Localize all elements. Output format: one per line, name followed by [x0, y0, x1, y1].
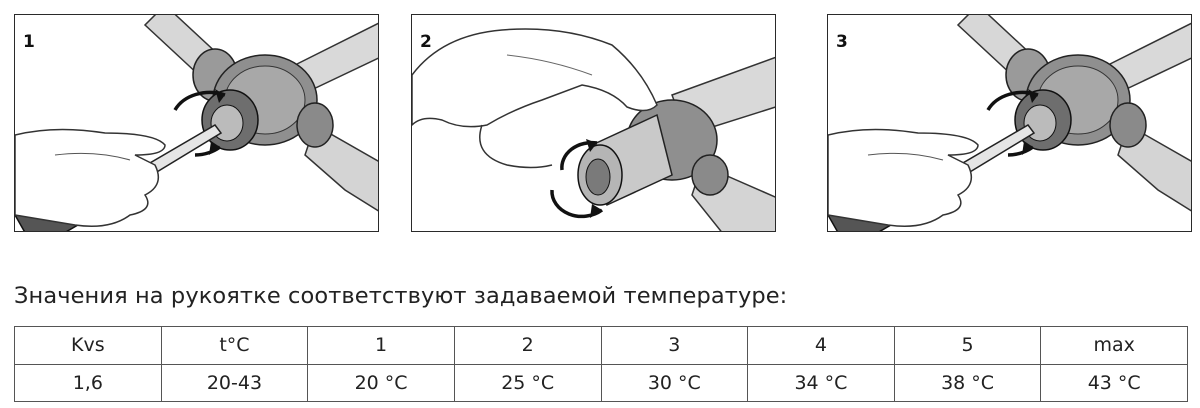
table-cell: 20 °C [307, 363, 455, 402]
valve-screwdriver-illustration [15, 15, 378, 231]
temperature-table: Kvs t°C 1 2 3 4 5 max 1,6 20-43 20 °C 25… [14, 326, 1188, 402]
illustration-panel-2: 2 [411, 14, 776, 232]
table-cell: 1 [307, 326, 455, 365]
table-cell: 25 °C [453, 363, 602, 402]
panel-number: 2 [420, 32, 432, 52]
valve-screwdriver-illustration [828, 15, 1191, 231]
table-cell: 20-43 [160, 363, 309, 402]
illustration-panel-1: 1 [14, 14, 379, 232]
table-cell: 2 [453, 326, 602, 365]
illustration-panel-3: 3 [827, 14, 1192, 232]
table-header-row: Kvs t°C 1 2 3 4 5 max [14, 326, 1188, 365]
table-cell: 43 °C [1040, 363, 1188, 402]
panel-number: 3 [836, 32, 848, 52]
table-cell: t°C [160, 326, 309, 365]
table-cell: 34 °C [747, 363, 895, 402]
panel-number: 1 [23, 32, 35, 52]
table-cell: 5 [893, 326, 1042, 365]
caption-text: Значения на рукоятке соответствуют задав… [14, 283, 788, 309]
valve-hand-illustration [412, 28, 775, 231]
table-cell: 38 °C [893, 363, 1042, 402]
table-cell: Kvs [14, 326, 162, 365]
table-cell: 4 [747, 326, 895, 365]
table-row: 1,6 20-43 20 °C 25 °C 30 °C 34 °C 38 °C … [14, 363, 1188, 402]
table-cell: 3 [600, 326, 749, 365]
table-cell: 1,6 [14, 363, 162, 402]
table-cell: max [1040, 326, 1188, 365]
table-cell: 30 °C [600, 363, 749, 402]
